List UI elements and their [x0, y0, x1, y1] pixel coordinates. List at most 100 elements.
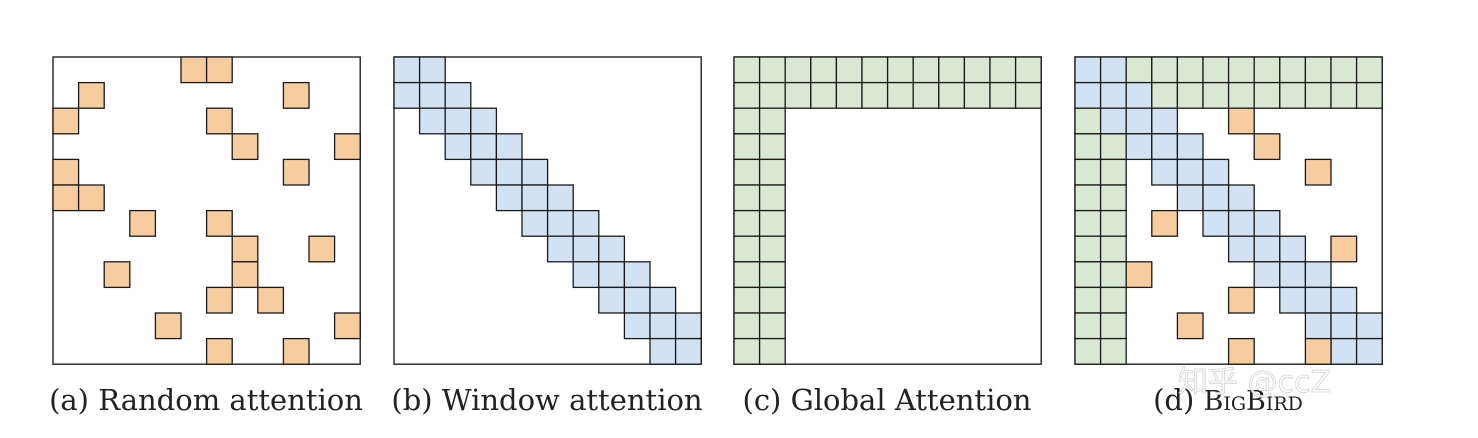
- random-attention-cell: [205, 209, 233, 237]
- window-attention-cell: [1330, 312, 1358, 340]
- random-attention-cell: [282, 81, 310, 109]
- global-attention-cell: [1176, 81, 1204, 109]
- random-attention-cell: [1330, 235, 1358, 263]
- window-attention-cell: [1176, 133, 1204, 161]
- random-attention-cell: [180, 56, 208, 84]
- global-attention-cell: [758, 261, 786, 289]
- global-attention-cell: [861, 81, 889, 109]
- window-attention-cell: [1355, 312, 1383, 340]
- window-attention-cell: [1202, 184, 1230, 212]
- global-attention-cell: [886, 56, 914, 84]
- window-attention-cell: [1253, 235, 1281, 263]
- global-attention-cell: [733, 209, 761, 237]
- window-attention-cell: [393, 56, 421, 84]
- global-attention-cell: [1099, 312, 1127, 340]
- window-attention-cell: [444, 133, 472, 161]
- global-attention-cell: [1074, 235, 1102, 263]
- window-attention-cell: [1099, 81, 1127, 109]
- global-attention-cell: [1099, 261, 1127, 289]
- window-attention-cell: [1074, 81, 1102, 109]
- global-attention-cell: [1304, 81, 1332, 109]
- global-attention-cell: [1227, 56, 1255, 84]
- global-attention-cell: [1176, 56, 1204, 84]
- global-attention-cell: [758, 184, 786, 212]
- random-attention-cell: [77, 184, 105, 212]
- random-attention-cell: [282, 337, 310, 365]
- random-attention-cell: [1227, 337, 1255, 365]
- window-attention-cell: [1304, 261, 1332, 289]
- caption-global-attention: (c) Global Attention: [743, 383, 1032, 417]
- global-attention-cell: [989, 56, 1017, 84]
- global-attention-cell: [912, 81, 940, 109]
- window-attention-cell: [1304, 286, 1332, 314]
- global-attention-cell: [1279, 56, 1307, 84]
- global-attention-cell: [758, 107, 786, 135]
- random-attention-cell: [282, 158, 310, 186]
- global-attention-cell: [938, 81, 966, 109]
- window-attention-cell: [521, 209, 549, 237]
- window-attention-cell: [649, 286, 677, 314]
- window-attention-cell: [495, 158, 523, 186]
- global-attention-cell: [1202, 56, 1230, 84]
- window-attention-cell: [674, 312, 702, 340]
- global-attention-cell: [1099, 235, 1127, 263]
- window-attention-cell: [1099, 56, 1127, 84]
- global-attention-cell: [758, 81, 786, 109]
- window-attention-cell: [1125, 133, 1153, 161]
- window-attention-cell: [1355, 337, 1383, 365]
- window-attention-cell: [572, 209, 600, 237]
- global-attention-cell: [1099, 133, 1127, 161]
- global-attention-cell: [1279, 81, 1307, 109]
- window-attention-cell: [1227, 184, 1255, 212]
- global-attention-cell: [784, 81, 812, 109]
- window-attention-cell: [1151, 133, 1179, 161]
- window-attention-cell: [1151, 107, 1179, 135]
- random-attention-cell: [129, 209, 157, 237]
- caption-bigbird: (d) BigBird: [1153, 383, 1303, 417]
- global-attention-cell: [1099, 337, 1127, 365]
- window-attention-cell: [1099, 107, 1127, 135]
- random-attention-panel: [52, 56, 361, 365]
- global-attention-cell: [733, 235, 761, 263]
- window-attention-cell: [1253, 209, 1281, 237]
- caption-window-attention: (b) Window attention: [391, 383, 702, 417]
- global-attention-cell: [810, 81, 838, 109]
- global-attention-cell: [758, 312, 786, 340]
- global-attention-cell: [1014, 56, 1042, 84]
- caption-bigbird-prefix: (d): [1153, 383, 1203, 417]
- window-attention-cell: [470, 158, 498, 186]
- random-attention-cell: [1151, 209, 1179, 237]
- global-attention-cell: [733, 158, 761, 186]
- global-attention-cell: [758, 133, 786, 161]
- global-attention-cell: [1330, 81, 1358, 109]
- window-attention-cell: [546, 184, 574, 212]
- caption-random-attention: (a) Random attention: [49, 383, 363, 417]
- global-attention-cell: [886, 81, 914, 109]
- window-attention-cell: [521, 184, 549, 212]
- window-attention-cell: [1227, 235, 1255, 263]
- window-attention-cell: [649, 312, 677, 340]
- global-attention-cell: [1202, 81, 1230, 109]
- global-attention-cell: [758, 209, 786, 237]
- global-attention-cell: [938, 56, 966, 84]
- random-attention-cell: [231, 133, 259, 161]
- global-attention-cell: [1355, 56, 1383, 84]
- window-attention-cell: [1279, 235, 1307, 263]
- bigbird-attention-panel: [1074, 56, 1383, 365]
- global-attention-cell: [1125, 56, 1153, 84]
- global-attention-cell: [733, 286, 761, 314]
- global-attention-cell: [1099, 209, 1127, 237]
- global-attention-cell: [1074, 261, 1102, 289]
- window-attention-panel: [393, 56, 702, 365]
- global-attention-cell: [835, 81, 863, 109]
- global-attention-cell: [733, 337, 761, 365]
- window-attention-cell: [623, 312, 651, 340]
- global-attention-cell: [1304, 56, 1332, 84]
- random-attention-cell: [1304, 337, 1332, 365]
- global-attention-cell: [758, 337, 786, 365]
- window-attention-cell: [649, 337, 677, 365]
- global-attention-cell: [733, 56, 761, 84]
- global-attention-cell: [963, 56, 991, 84]
- random-attention-cell: [333, 133, 361, 161]
- global-attention-cell: [912, 56, 940, 84]
